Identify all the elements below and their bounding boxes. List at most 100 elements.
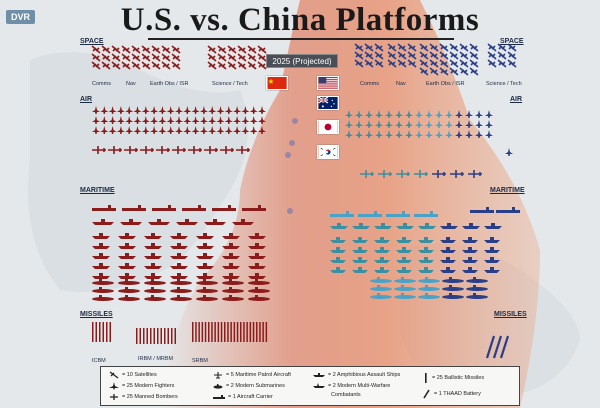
amphibious-ship-icon [313, 373, 325, 377]
satellite-icon [247, 53, 257, 62]
satellite-icon [111, 61, 121, 70]
destroyer-icon [222, 253, 240, 259]
satellite-icon [161, 53, 171, 62]
destroyer-icon [222, 233, 240, 239]
bomber-icon [220, 146, 234, 154]
missile-icon [171, 328, 173, 344]
satellite-icon [161, 45, 171, 54]
satellite-icon [449, 43, 459, 52]
destroyer-icon [248, 233, 266, 239]
bomber-icon [188, 146, 202, 154]
destroyer-icon [170, 233, 188, 239]
carrier-icon [496, 207, 520, 213]
australia-flag [317, 96, 339, 110]
fighter-icon [375, 130, 383, 138]
submarine-icon [418, 293, 440, 299]
submarine-icon [144, 279, 166, 285]
submarine-icon [118, 287, 140, 293]
satellite-icon [101, 45, 111, 54]
fighter-icon [199, 126, 208, 134]
satellite-icon [237, 53, 247, 62]
destroyer-icon [352, 223, 370, 229]
satellite-icon [217, 45, 227, 54]
destroyer-icon [396, 257, 412, 263]
carrier-icon [152, 205, 176, 211]
fighter-icon [425, 120, 433, 128]
bomber-icon [414, 170, 428, 178]
fighter-icon [92, 106, 100, 114]
fighter-icon [249, 116, 258, 124]
satellite-icon [419, 43, 429, 52]
submarine-icon [442, 285, 464, 291]
destroyer-icon [222, 263, 240, 269]
fighter-icon [183, 116, 192, 124]
fighter-icon [116, 116, 125, 124]
destroyer-icon [374, 247, 390, 253]
satellite-icon [141, 61, 151, 70]
satellite-icon [469, 67, 479, 76]
fighter-icon [133, 116, 142, 124]
satellite-icon [497, 43, 507, 52]
fighter-icon [100, 116, 109, 124]
missile-icon [204, 322, 207, 342]
missile-icon [157, 328, 159, 344]
submarine-icon [222, 295, 244, 301]
satellite-icon [429, 67, 439, 76]
destroyer-icon [330, 247, 346, 253]
destroyer-icon [462, 223, 480, 229]
satellite-icon [131, 61, 141, 70]
satellite-icon [364, 43, 374, 52]
submarine-icon [370, 285, 392, 291]
space-label: Earth Obs / ISR [150, 81, 189, 87]
missile-icon [246, 322, 248, 342]
missile-label: IRBM / MRBM [138, 356, 174, 362]
destroyer-icon [352, 247, 368, 253]
satellite-icon [217, 61, 227, 70]
destroyer-icon [170, 253, 188, 259]
missile-icon [150, 328, 152, 344]
missile-icon [252, 322, 255, 342]
destroyer-icon [418, 223, 436, 229]
fighter-icon [345, 110, 353, 118]
bomber-icon [236, 146, 250, 154]
destroyer-icon [396, 223, 414, 229]
fighter-icon [183, 106, 192, 114]
missile-icon [233, 322, 236, 342]
bomber-icon [140, 146, 154, 154]
satellite-icon [237, 45, 247, 54]
missile-icon [425, 373, 427, 383]
fighter-icon [405, 130, 413, 138]
fighter-icon [175, 116, 183, 124]
satellite-icon [257, 45, 267, 54]
fighter-icon [133, 126, 142, 134]
satellite-icon [141, 53, 151, 62]
carrier-icon [212, 205, 236, 211]
destroyer-icon [92, 263, 110, 269]
fighter-icon [465, 120, 473, 128]
page-title: U.S. vs. China Platforms [120, 2, 480, 38]
fighter-icon [241, 106, 250, 114]
bomber-icon [450, 170, 464, 178]
satellite-icon [439, 67, 449, 76]
satellite-icon [419, 59, 429, 68]
carrier-icon [330, 211, 354, 217]
satellite-icon [469, 59, 479, 68]
destroyer-icon [204, 219, 226, 225]
submarine-icon [144, 295, 166, 301]
satellite-icon [487, 43, 497, 52]
ally-dot [285, 152, 291, 158]
destroyer-icon [396, 237, 412, 243]
satellite-icon [374, 43, 384, 52]
missile-icon [146, 328, 148, 344]
satellite-icon [91, 53, 101, 62]
legend-thaad: = 1 THAAD Battery [423, 389, 481, 399]
satellite-icon [217, 53, 227, 62]
satellite-icon [397, 51, 407, 60]
fighter-icon [355, 120, 363, 128]
submarine-icon [394, 277, 416, 283]
submarine-icon [170, 295, 192, 301]
section-air-right: AIR [510, 96, 523, 103]
destroyer-icon [176, 219, 198, 225]
satellite-icon [131, 53, 141, 62]
satellite-icon [407, 59, 417, 68]
